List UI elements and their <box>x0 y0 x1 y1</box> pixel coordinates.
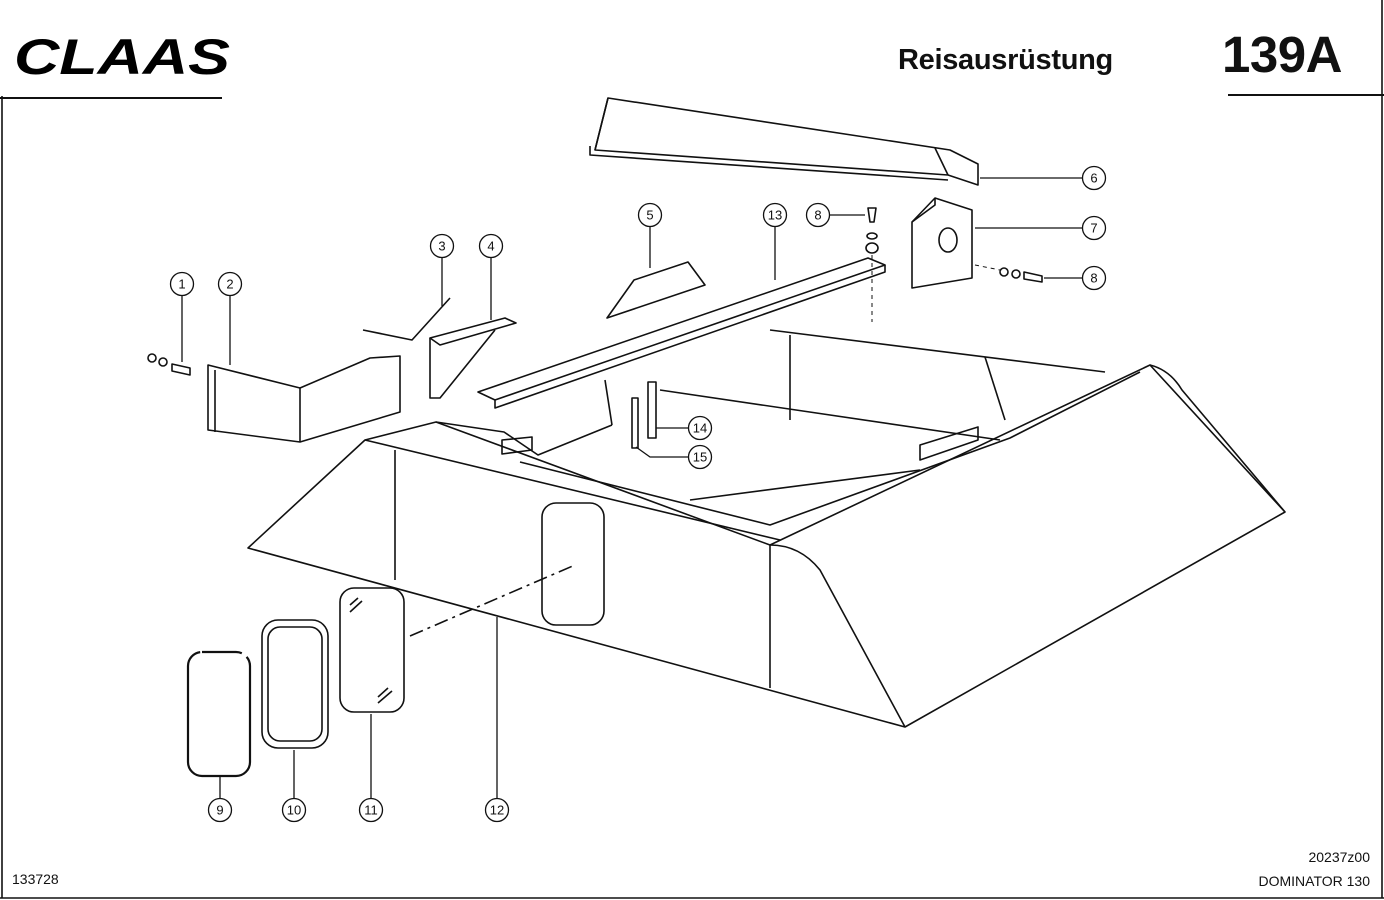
window-glass <box>339 587 405 713</box>
long-rail <box>477 257 886 409</box>
callout-9: 9 <box>216 803 223 818</box>
callout-3: 3 <box>438 239 445 254</box>
angle-bracket-5 <box>606 261 706 319</box>
callout-2: 2 <box>226 277 233 292</box>
callout-14: 14 <box>693 421 707 436</box>
window-frame <box>261 619 329 749</box>
vertical-bars <box>604 379 657 449</box>
side-bracket-2 <box>207 355 401 443</box>
page-number: 139A <box>1222 26 1342 83</box>
callout-8-top: 8 <box>814 208 821 223</box>
callout-8-right: 8 <box>1090 271 1097 286</box>
drawing-code: 20237z00 <box>1308 849 1370 865</box>
top-cover <box>589 97 979 186</box>
drawing-id: 133728 <box>12 871 59 887</box>
mounting-plate <box>911 197 973 289</box>
brand-name: CLAAS <box>14 32 230 80</box>
callout-15: 15 <box>693 450 707 465</box>
callout-10: 10 <box>287 803 301 818</box>
bracket-4 <box>429 317 517 399</box>
callout-1: 1 <box>178 277 185 292</box>
tank-body <box>247 329 1286 728</box>
flat-strip-3 <box>362 297 451 341</box>
callout-4: 4 <box>487 239 494 254</box>
callout-11: 11 <box>364 803 378 818</box>
claas-logo: CLAAS <box>14 32 230 80</box>
callout-7: 7 <box>1090 221 1097 236</box>
fastener-group <box>147 207 1043 376</box>
callout-12: 12 <box>490 803 504 818</box>
header-rule-right <box>1228 94 1384 96</box>
callout-13: 13 <box>768 208 782 223</box>
header-rule-left <box>0 97 222 99</box>
window-axis-line <box>409 564 576 637</box>
callout-6: 6 <box>1090 171 1097 186</box>
callout-5: 5 <box>646 208 653 223</box>
window-seal-ring <box>186 650 252 778</box>
window-opening <box>541 502 605 626</box>
section-title: Reisausrüstung <box>898 44 1113 76</box>
machine-model: DOMINATOR 130 <box>1258 873 1370 889</box>
